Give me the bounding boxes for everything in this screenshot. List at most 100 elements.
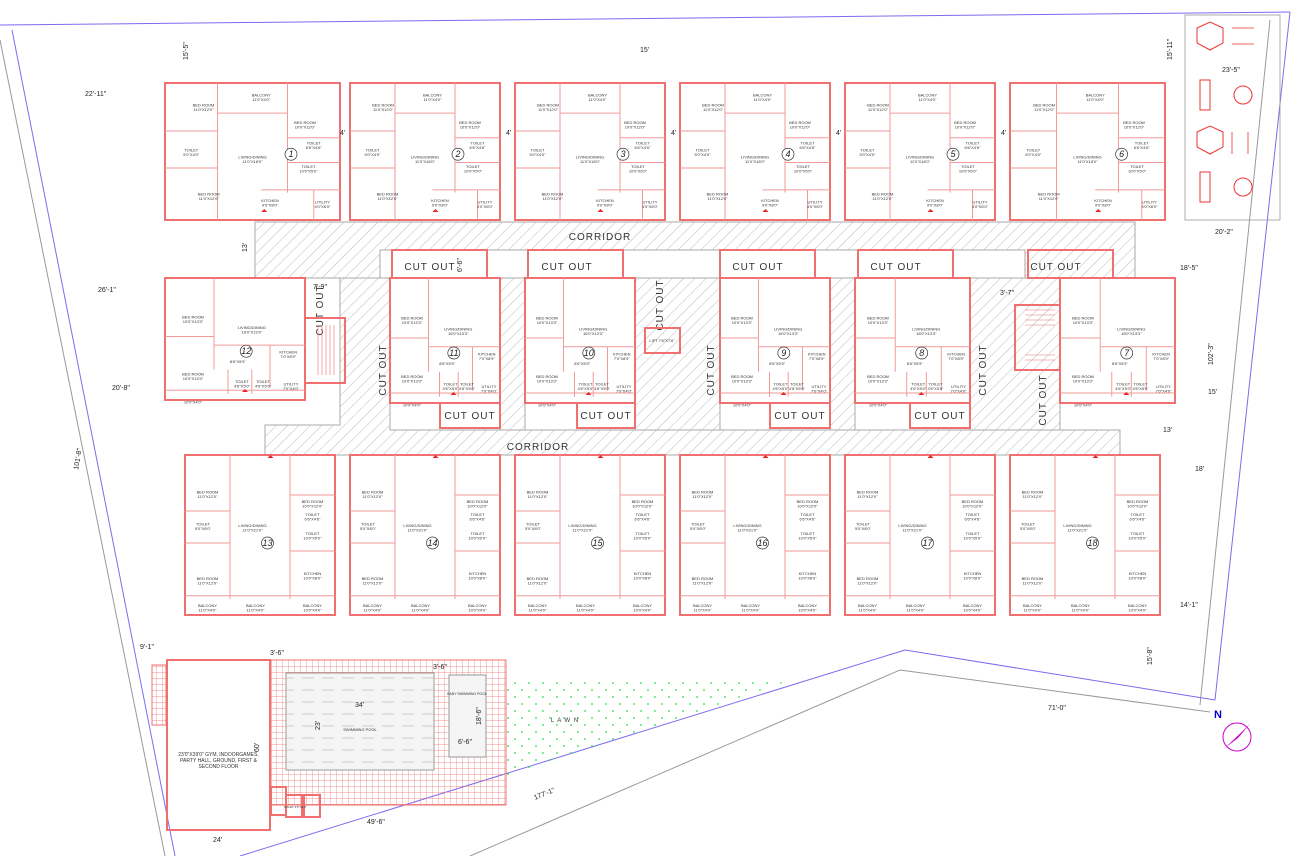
dimension-label: 15'-8" <box>1147 647 1154 665</box>
room-dimension: 10'0"X13'3" <box>732 320 753 325</box>
room-dimension: 6'6"X4'6" <box>306 145 323 150</box>
room-dimension: 11'0"X4'0" <box>1086 97 1104 102</box>
swimming-pool-label: SWIMMING POOL <box>343 727 377 732</box>
room-name: BALCONY <box>1086 93 1105 98</box>
unit-13: BED ROOM11'0"X12'0"LIVING/DINING11'0"X21… <box>184 454 336 616</box>
unit-number-badge <box>591 536 604 550</box>
dimension-label: 34' <box>355 702 364 709</box>
room-dimension: 4'6"X5'0" <box>255 383 272 388</box>
room-dimension: 5'0"X8'0" <box>855 526 872 531</box>
dimension-label: 177'-1" <box>533 787 556 802</box>
room-dimension: 10'0"X12'0" <box>797 504 818 509</box>
room-name: BALCONY <box>1071 603 1090 608</box>
room-name: UTILITY <box>1156 384 1171 389</box>
unit-number: 1 <box>288 149 293 159</box>
room-name: KITCHEN <box>926 198 944 203</box>
room-name: TOILET <box>911 382 925 387</box>
room-dimension: 6'6"X4'6" <box>965 145 982 150</box>
room-dimension: 7'0"X8'9" <box>1153 356 1170 361</box>
room-dimension: 4'6"X5'0" <box>594 386 611 391</box>
unit-number: 7 <box>1124 348 1130 358</box>
unit-outline <box>524 277 636 404</box>
room-dimension: 8'6"X5'9" <box>230 359 247 364</box>
room-name: BED ROOM <box>302 499 324 504</box>
room-name: TOILET <box>796 164 810 169</box>
dimension-label: 13' <box>242 243 249 252</box>
room-dimension: 4'6"X5'0" <box>773 386 790 391</box>
room-name: LIVING/DINING <box>238 523 266 528</box>
room-name: BED ROOM <box>527 576 549 581</box>
room-name: KITCHEN <box>799 571 817 576</box>
unit-number: 5 <box>950 149 956 159</box>
room-dimension: 11'0"X12'0" <box>707 196 728 201</box>
room-name: BED ROOM <box>459 120 481 125</box>
unit-number: 13 <box>262 538 272 548</box>
room-dimension: 11'0"X4'0" <box>529 608 547 613</box>
room-dimension: 11'0"X4'0" <box>364 608 382 613</box>
apartment-units: BED ROOM11'0"X12'0"BALCONY11'0"X4'0"BED … <box>164 82 1176 616</box>
dimension-label: 4' <box>506 130 511 137</box>
room-dimension: 4'0"X6'0" <box>972 204 989 209</box>
room-name: BALCONY <box>588 93 607 98</box>
room-dimension: 7'0"X8'9" <box>280 354 297 359</box>
room-dimension: 11'0"X18'0" <box>580 159 601 164</box>
room-name: BALCONY <box>693 603 712 608</box>
room-name: KITCHEN <box>431 198 449 203</box>
room-dimension: 4'6"X5'0" <box>910 386 927 391</box>
room-dimension: 10'0"X13'3" <box>402 379 423 384</box>
room-dimension: 8'6"X5'9" <box>574 361 591 366</box>
room-dimension: 10'0"X13'3" <box>537 320 558 325</box>
room-dimension: 11'0"X21'0" <box>407 528 428 533</box>
room-dimension: 11'0"X4'0" <box>1072 608 1090 613</box>
room-dimension: 4'6"X5'0" <box>1133 386 1150 391</box>
unit-outline <box>349 454 501 616</box>
room-name: BALCONY <box>1128 603 1147 608</box>
room-name: BALCONY <box>798 603 817 608</box>
room-name: BED ROOM <box>197 576 219 581</box>
room-name: BED ROOM <box>789 120 811 125</box>
room-name: LIVING/DINING <box>238 325 266 330</box>
room-name: BED ROOM <box>197 489 219 494</box>
unit-outline <box>164 82 341 221</box>
room-dimension: 11'0"X4'0" <box>859 608 877 613</box>
dimension-label: 4' <box>671 130 676 137</box>
room-dimension: 11'0"X4'0" <box>742 608 760 613</box>
room-name: TOILET <box>1130 164 1144 169</box>
room-dimension: 10'0"X4'0" <box>963 608 982 613</box>
room-dimension: 11'0"X4'0" <box>589 97 607 102</box>
room-dimension: 6'6"X4'6" <box>800 516 817 521</box>
room-name: TOILET <box>966 531 980 536</box>
room-name: BED ROOM <box>1072 315 1094 320</box>
unit-6: BED ROOM11'0"X12'0"BALCONY11'0"X4'0"BED … <box>1009 82 1166 221</box>
room-name: TOILET <box>595 382 609 387</box>
dimension-label: 101'-8" <box>73 447 84 470</box>
room-dimension: 10'0"X12'0" <box>1127 504 1148 509</box>
room-dimension: 5'0"X8'0" <box>690 526 707 531</box>
unit-number: 6 <box>1119 149 1124 159</box>
room-name: KITCHEN <box>279 350 297 355</box>
room-dimension: 7'0"X4'0" <box>951 389 968 394</box>
room-dimension: 11'0"X12'0" <box>703 107 724 112</box>
dimension-label: 18'-5" <box>1180 265 1198 272</box>
room-name: TOILET <box>1134 382 1148 387</box>
room-name: KITCHEN <box>304 571 322 576</box>
room-dimension: 10'0"X8'0" <box>633 576 652 581</box>
clubhouse-stair <box>151 664 167 726</box>
room-dimension: 10'0"X5'0" <box>299 168 318 173</box>
room-dimension: 10'0"X5'0" <box>794 168 813 173</box>
dimension-label: 15' <box>1208 389 1217 396</box>
room-dimension: 11'0"X12'0" <box>857 494 878 499</box>
room-dimension: 6'6"X4'6" <box>635 516 652 521</box>
cut-out-label: CUT OUT <box>870 262 921 273</box>
room-name: TOILET <box>1131 512 1145 517</box>
room-dimension: 10'0"X5'0" <box>963 536 982 541</box>
room-name: BED ROOM <box>857 489 879 494</box>
room-name: BALCONY <box>303 603 322 608</box>
room-name: BED ROOM <box>632 499 654 504</box>
unit-outline <box>719 277 831 404</box>
dimension-label: 13' <box>1163 427 1172 434</box>
seesaw-icon <box>1231 27 1254 154</box>
room-dimension: 11'0"X12'0" <box>197 580 218 585</box>
unit-outline <box>514 454 666 616</box>
